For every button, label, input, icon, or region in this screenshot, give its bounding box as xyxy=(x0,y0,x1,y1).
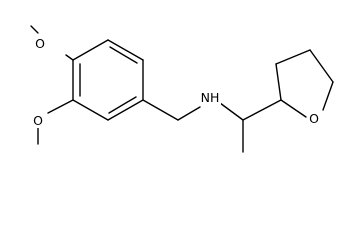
aryl-oxygen-bond xyxy=(47,99,74,114)
upper-methoxy-group xyxy=(30,25,74,61)
lower-methoxy-group xyxy=(37,99,74,145)
amine-chain xyxy=(142,99,282,153)
ring-bond xyxy=(72,99,109,121)
thf-ring-bond xyxy=(309,49,334,83)
aromatic-double-bond xyxy=(109,46,138,64)
atom-label-upper-methoxy-oxygen: O xyxy=(34,35,46,51)
methylene-to-nitrogen-bond xyxy=(177,106,201,121)
oxygen-label: O xyxy=(309,111,319,126)
chemical-structure: O O NH O xyxy=(30,25,334,153)
oxygen-label: O xyxy=(35,36,45,51)
thf-ring-bond xyxy=(280,99,307,118)
benzene-ring xyxy=(72,39,144,121)
atom-label-lower-methoxy-oxygen: O xyxy=(32,112,44,128)
ring-bond xyxy=(72,39,109,61)
methine-to-ring-bond xyxy=(242,99,282,121)
ring-bond xyxy=(107,39,144,61)
aryl-oxygen-bond xyxy=(65,54,74,61)
amine-label: NH xyxy=(201,90,220,105)
ring-bond xyxy=(107,99,144,121)
thf-ring-bond xyxy=(275,63,282,101)
ring-to-methylene-bond xyxy=(142,99,179,121)
oxygen-label: O xyxy=(33,113,43,128)
tetrahydrofuran-ring xyxy=(275,49,334,118)
atom-label-amine: NH xyxy=(199,89,221,105)
atom-label-ring-oxygen: O xyxy=(308,110,320,126)
aromatic-double-bond xyxy=(108,96,137,114)
thf-ring-bond xyxy=(275,49,311,65)
thf-ring-bond xyxy=(322,81,334,111)
oxygen-methyl-bond xyxy=(30,25,39,34)
nitrogen-to-methine-bond xyxy=(219,102,244,121)
